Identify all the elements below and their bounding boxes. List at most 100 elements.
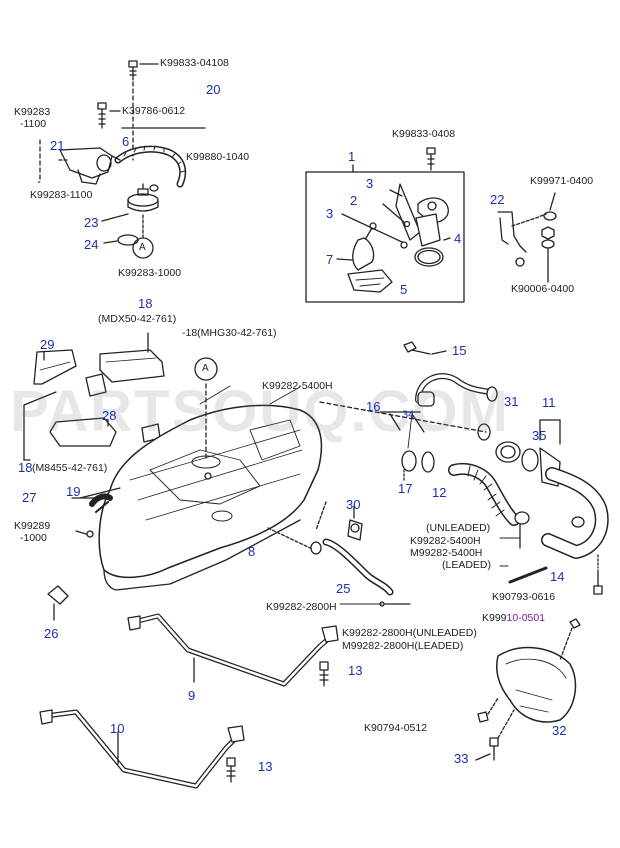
heat-shield bbox=[496, 646, 577, 723]
callout-13-bottom: 13 bbox=[258, 759, 273, 774]
hose-clip-17a bbox=[401, 450, 417, 472]
sender-arm bbox=[395, 183, 421, 241]
pn-m8455-42-761: (M8455-42-761) bbox=[32, 462, 108, 474]
pn-m99282-2800h-leaded: M99282-2800H(LEADED) bbox=[342, 640, 464, 652]
callout-8: 8 bbox=[248, 544, 256, 559]
callout-19: 19 bbox=[66, 484, 81, 499]
callout-3a: 3 bbox=[366, 176, 374, 191]
fuel-pump bbox=[352, 237, 375, 271]
callout-16: 16 bbox=[366, 399, 381, 414]
callout-13-top: 13 bbox=[348, 663, 363, 678]
filler-neck-group bbox=[39, 60, 206, 259]
insulator-mdx bbox=[99, 349, 165, 383]
hose-group bbox=[379, 341, 520, 526]
pn-k99283-1100: K99283-1100 bbox=[30, 189, 93, 201]
pump-gasket bbox=[414, 247, 444, 267]
pn-k99910-prefix: K999 bbox=[482, 612, 507, 624]
pn-k99283-head: K99283 bbox=[14, 106, 51, 118]
breather-hose-group bbox=[310, 505, 411, 607]
insulator-m8455 bbox=[49, 417, 117, 447]
callout-30: 30 bbox=[346, 497, 361, 512]
callout-5: 5 bbox=[400, 282, 408, 297]
callout-25: 25 bbox=[336, 581, 351, 596]
pn-k39786-0612: K39786-0612 bbox=[122, 105, 186, 117]
pn-k99282-2800h-unleaded: K99282-2800H(UNLEADED) bbox=[342, 627, 477, 639]
pn-k99283-sub: -1100 bbox=[20, 118, 47, 130]
shield-group bbox=[475, 618, 581, 761]
fuel-tank-group bbox=[98, 357, 487, 591]
watermark: PARTSOUQ.COM bbox=[10, 379, 510, 444]
cap-gasket bbox=[117, 234, 139, 246]
callout-9: 9 bbox=[188, 688, 196, 703]
callout-4: 4 bbox=[454, 231, 462, 246]
pn-unleaded-note: (UNLEADED) bbox=[426, 522, 491, 534]
callout-12: 12 bbox=[432, 485, 447, 500]
filler-pipe-group bbox=[495, 419, 609, 595]
pn-k90794-0512: K90794-0512 bbox=[364, 722, 428, 734]
callout-3b: 3 bbox=[326, 206, 334, 221]
callout-18-top: 18 bbox=[138, 296, 153, 311]
callout-18-bottom: 18 bbox=[18, 460, 33, 475]
callout-33: 33 bbox=[454, 751, 469, 766]
pn-k99833-0408: K99833-0408 bbox=[392, 128, 456, 140]
filler-neck bbox=[59, 147, 113, 179]
callout-24: 24 bbox=[84, 237, 99, 252]
bolt-top bbox=[128, 60, 159, 161]
label-a-tank: A bbox=[202, 363, 209, 374]
callout-28: 28 bbox=[102, 408, 117, 423]
pn-k99833-04108: K99833-04108 bbox=[160, 57, 229, 69]
callout-31: 31 bbox=[504, 394, 519, 409]
pn-mdx50-42-761: (MDX50-42-761) bbox=[98, 313, 177, 325]
pn-k99289: K99289 bbox=[14, 520, 51, 532]
insulators-group bbox=[23, 332, 165, 461]
callout-17: 17 bbox=[398, 481, 413, 496]
pn-k90006-0400: K90006-0400 bbox=[511, 283, 575, 295]
pn-k99282-2800h: K99282-2800H bbox=[266, 601, 337, 613]
callout-7: 7 bbox=[326, 252, 334, 267]
pn-k99283-1000: K99283-1000 bbox=[118, 267, 182, 279]
connector-a-tank bbox=[194, 357, 218, 381]
tank-band-9 bbox=[127, 613, 339, 687]
callout-15: 15 bbox=[452, 343, 467, 358]
callout-21: 21 bbox=[50, 138, 65, 153]
callout-1: 1 bbox=[348, 149, 356, 164]
bracket-group bbox=[47, 487, 121, 621]
label-a-filler: A bbox=[139, 242, 146, 253]
callout-22: 22 bbox=[490, 192, 505, 207]
connector-a-ref bbox=[132, 237, 154, 259]
fuel-pump-box bbox=[305, 147, 465, 303]
callout-29: 29 bbox=[40, 337, 55, 352]
callout-6: 6 bbox=[122, 134, 130, 149]
pn-k99910-0501: K99910-0501 bbox=[482, 613, 545, 624]
callout-27: 27 bbox=[22, 490, 37, 505]
tank-band-10 bbox=[39, 709, 245, 789]
seal-31 bbox=[495, 441, 521, 463]
callout-35: 35 bbox=[532, 428, 547, 443]
fuel-pump-frame bbox=[305, 171, 465, 303]
fuel-cap bbox=[127, 193, 159, 207]
fuel-strainer bbox=[347, 269, 393, 293]
callout-20: 20 bbox=[206, 82, 221, 97]
pn-m99282-5400h: M99282-5400H bbox=[410, 547, 483, 559]
leader-lines bbox=[37, 181, 521, 605]
callout-23: 23 bbox=[84, 215, 99, 230]
callout-10: 10 bbox=[110, 721, 125, 736]
pn-leaded-note: (LEADED) bbox=[442, 559, 492, 571]
callout-14: 14 bbox=[550, 569, 565, 584]
bracket-26 bbox=[47, 585, 69, 605]
pn-k99880-1040: K99880-1040 bbox=[186, 151, 250, 163]
pn-k90793-0616: K90793-0616 bbox=[492, 591, 556, 603]
pn-mhg30-42-761: -18(MHG30-42-761) bbox=[182, 327, 277, 339]
screw-k39786 bbox=[97, 102, 121, 129]
pn-k99971-0400: K99971-0400 bbox=[530, 175, 594, 187]
callout-34: 34 bbox=[402, 409, 415, 421]
pn-k99910-suffix: 10-0501 bbox=[506, 612, 546, 624]
pn-k99289-sub: -1000 bbox=[20, 532, 47, 544]
callout-2: 2 bbox=[350, 193, 358, 208]
callout-11: 11 bbox=[542, 395, 556, 410]
pn-k99282-5400h-b: K99282-5400H bbox=[410, 535, 481, 547]
callout-26: 26 bbox=[44, 626, 59, 641]
pn-k99282-5400h: K99282-5400H bbox=[262, 380, 333, 392]
